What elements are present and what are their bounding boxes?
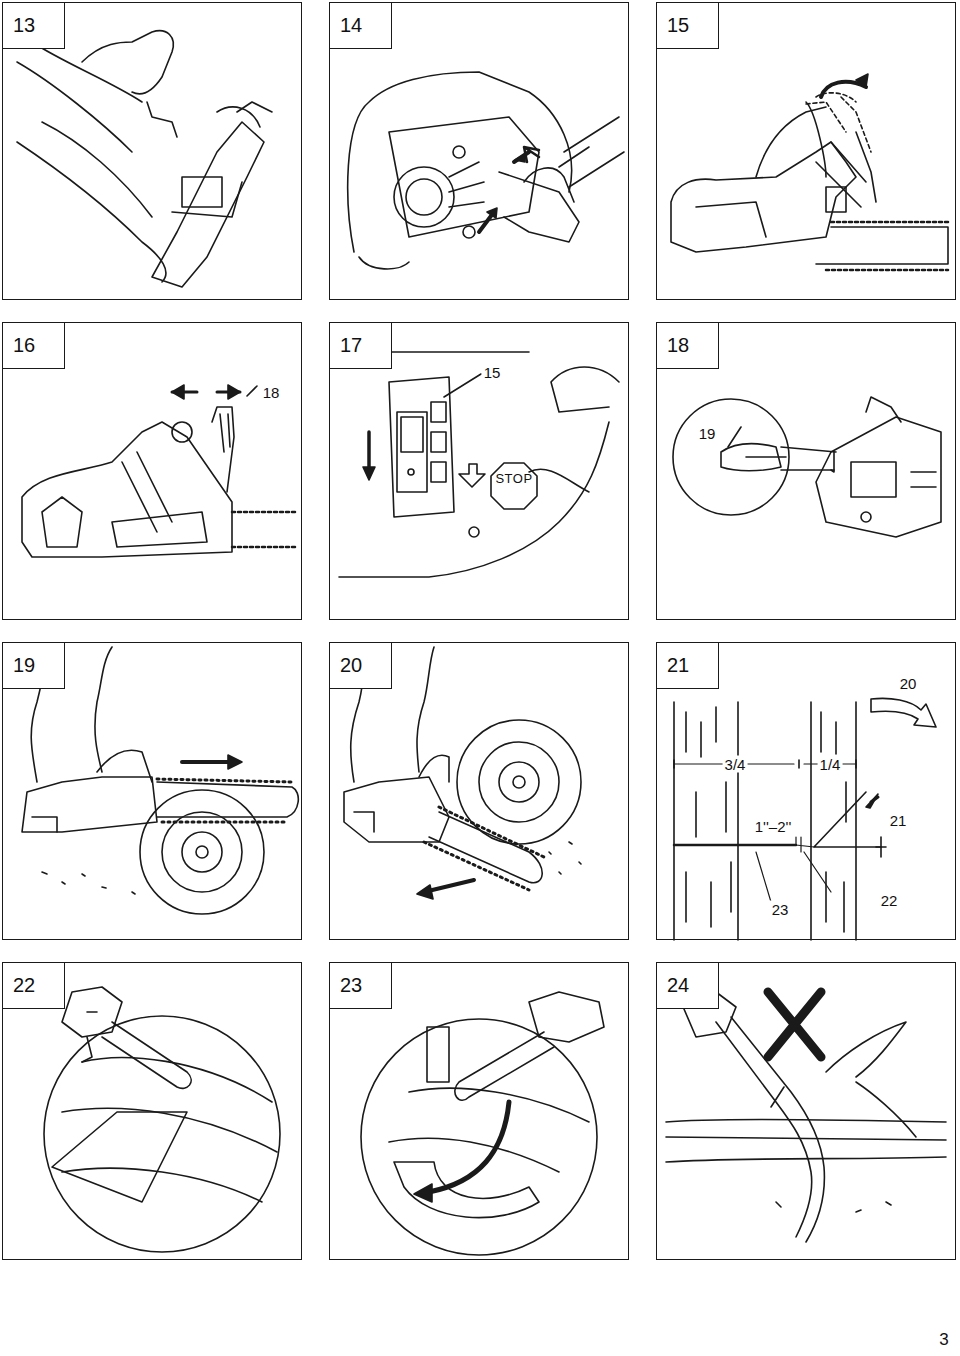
figure-number: 18 xyxy=(657,323,719,369)
throttle-illustration xyxy=(348,27,624,269)
figure-number: 19 xyxy=(3,643,65,689)
callout-number: 21 xyxy=(888,812,909,829)
callout-number: 19 xyxy=(697,425,718,442)
figure-panel: 13 xyxy=(2,2,302,300)
figure-panel: 20 xyxy=(329,642,629,940)
figure-number: 22 xyxy=(3,963,65,1009)
figure-panel: 23 xyxy=(329,962,629,1260)
figure-panel: 22 xyxy=(2,962,302,1260)
figure-number: 17 xyxy=(330,323,392,369)
callout-number: 15 xyxy=(482,364,503,381)
figure-number: 23 xyxy=(330,963,392,1009)
callout-number: 20 xyxy=(898,675,919,692)
page-number: 3 xyxy=(937,1331,950,1348)
callout-number: 18 xyxy=(261,384,282,401)
dimension-label: 3/4 xyxy=(723,756,748,773)
kickback-illustration xyxy=(666,992,946,1242)
figure-number: 21 xyxy=(657,643,719,689)
figure-number: 24 xyxy=(657,963,719,1009)
figure-number: 16 xyxy=(3,323,65,369)
dimension-label: 1''–2'' xyxy=(753,818,793,835)
figure-number: 13 xyxy=(3,3,65,49)
switch-illustration xyxy=(339,342,619,577)
figure-number: 15 xyxy=(657,3,719,49)
bucking-under-illustration xyxy=(361,992,604,1255)
figure-panel: 24 xyxy=(656,962,956,1260)
figure-panel: 17 xyxy=(329,322,629,620)
figure-number: 20 xyxy=(330,643,392,689)
felling-illustration xyxy=(674,698,936,940)
brake-push-illustration xyxy=(22,385,297,557)
stop-sign-text: STOP xyxy=(493,470,534,487)
dimension-label: 1/4 xyxy=(818,756,843,773)
brake-illustration xyxy=(671,74,948,270)
callout-number: 22 xyxy=(879,892,900,909)
chain-check-illustration xyxy=(673,397,941,537)
figure-panel: 19 xyxy=(2,642,302,940)
figure-panel: 16 xyxy=(2,322,302,620)
figure-number: 14 xyxy=(330,3,392,49)
bucking-illustration xyxy=(44,987,280,1252)
start-illustration xyxy=(17,31,272,287)
figure-panel: 18 xyxy=(656,322,956,620)
figure-panel: 15 xyxy=(656,2,956,300)
callout-number: 23 xyxy=(770,901,791,918)
figure-panel: 14 xyxy=(329,2,629,300)
